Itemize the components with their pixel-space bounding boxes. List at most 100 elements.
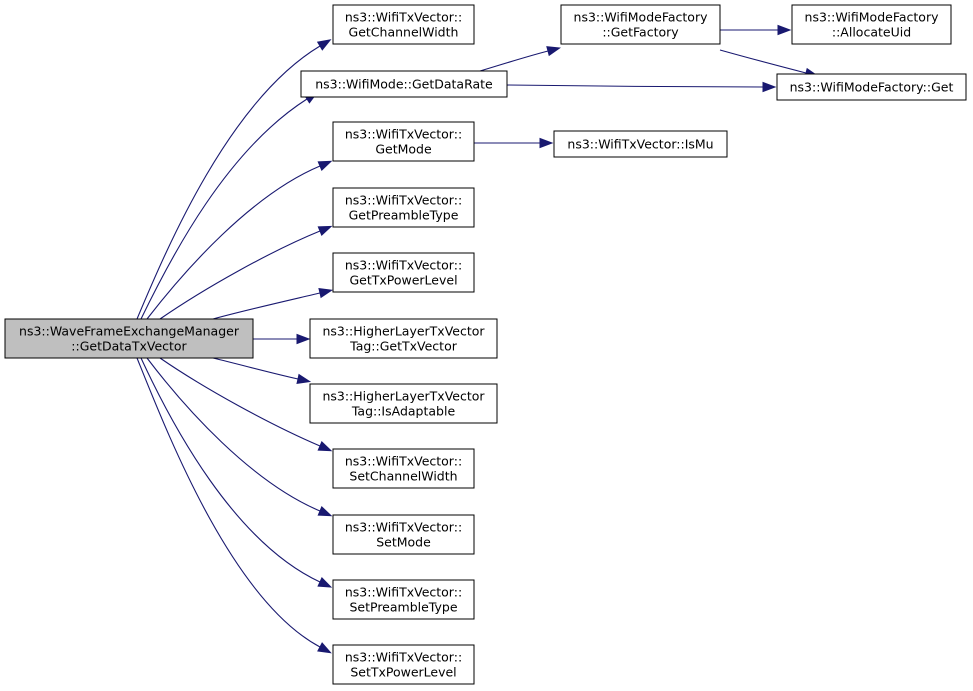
arrowhead-icon — [317, 577, 333, 588]
edge-root-to-txv-set-mode — [146, 357, 333, 517]
node-label-line: GetTxPowerLevel — [349, 273, 457, 288]
edge-line — [136, 45, 321, 320]
arrowhead-icon — [296, 333, 311, 345]
node-box — [791, 4, 952, 45]
node-label-line: ns3::WifiTxVector:: — [345, 127, 462, 142]
node-label-line: ns3::WifiTxVector:: — [345, 10, 462, 25]
edge-root-to-txv-set-channel-width — [159, 357, 333, 452]
node-txv-is-mu[interactable]: ns3::WifiTxVector::IsMu — [553, 130, 728, 158]
edge-root-to-tag-get-tx-vector — [253, 333, 311, 345]
node-box — [309, 383, 498, 424]
edge-line — [212, 357, 299, 380]
edge-line — [506, 84, 764, 88]
node-txv-get-tx-power-level[interactable]: ns3::WifiTxVector::GetTxPowerLevel — [332, 252, 475, 293]
node-box — [776, 73, 967, 101]
node-mode-get-data-rate[interactable]: ns3::WifiMode::GetDataRate — [300, 70, 508, 98]
node-box — [332, 121, 475, 162]
node-box — [553, 130, 728, 158]
node-box — [332, 252, 475, 293]
edge-line — [140, 357, 321, 583]
node-label-line: SetPreambleType — [349, 600, 457, 615]
edge-factory-get-factory-to-factory-get — [719, 49, 819, 78]
edge-line — [159, 357, 321, 447]
node-label-line: ns3::HigherLayerTxVector — [322, 389, 485, 404]
node-label-line: ns3::WifiTxVector:: — [345, 650, 462, 665]
node-label-line: ns3::WifiModeFactory — [574, 10, 709, 25]
edge-line — [159, 230, 321, 320]
edge-line — [212, 292, 321, 320]
node-txv-get-channel-width[interactable]: ns3::WifiTxVector::GetChannelWidth — [332, 4, 475, 45]
node-label-line: GetChannelWidth — [349, 25, 459, 40]
node-label-line: ns3::HigherLayerTxVector — [322, 324, 485, 339]
edge-mode-get-data-rate-to-factory-get — [506, 81, 777, 93]
edge-root-to-txv-get-mode — [146, 160, 333, 320]
node-box — [309, 318, 498, 359]
node-factory-allocate-uid[interactable]: ns3::WifiModeFactory::AllocateUid — [791, 4, 952, 45]
edge-line — [719, 49, 807, 74]
edge-txv-get-mode-to-txv-is-mu — [474, 137, 554, 149]
arrowhead-icon — [317, 505, 333, 517]
node-box — [300, 70, 508, 98]
edge-root-to-txv-get-preamble-type — [159, 225, 333, 320]
node-label-line: ns3::WifiTxVector:: — [345, 585, 462, 600]
node-label-line: ns3::WifiMode::GetDataRate — [315, 77, 493, 92]
edge-mode-get-data-rate-to-factory-get-factory — [479, 46, 561, 72]
node-factory-get[interactable]: ns3::WifiModeFactory::Get — [776, 73, 967, 101]
node-label-line: ::GetDataTxVector — [71, 339, 187, 354]
arrowhead-icon — [317, 642, 332, 654]
node-label-line: ns3::WifiTxVector::IsMu — [567, 137, 713, 152]
node-label-line: SetMode — [376, 535, 431, 550]
node-label-line: ::AllocateUid — [832, 25, 911, 40]
node-label-line: ns3::WifiTxVector:: — [345, 258, 462, 273]
arrowhead-icon — [318, 288, 334, 299]
edge-line — [140, 98, 308, 320]
node-label-line: ns3::WaveFrameExchangeManager — [19, 324, 240, 339]
node-label-line: ns3::WifiTxVector:: — [345, 454, 462, 469]
node-label-line: GetPreambleType — [349, 208, 459, 223]
node-label-line: SetChannelWidth — [349, 469, 457, 484]
node-txv-set-tx-power-level[interactable]: ns3::WifiTxVector::SetTxPowerLevel — [332, 644, 475, 685]
node-label-line: ::GetFactory — [602, 25, 679, 40]
node-box — [332, 4, 475, 45]
edge-root-to-txv-get-tx-power-level — [212, 288, 334, 320]
arrowhead-icon — [317, 160, 333, 172]
edge-root-to-txv-get-channel-width — [136, 39, 332, 320]
nodes-layer: ns3::WaveFrameExchangeManager::GetDataTx… — [4, 4, 967, 685]
arrowhead-icon — [296, 373, 312, 384]
arrowhead-icon — [539, 137, 554, 149]
arrowhead-icon — [317, 225, 333, 237]
node-txv-set-mode[interactable]: ns3::WifiTxVector::SetMode — [332, 514, 475, 555]
node-box — [332, 187, 475, 228]
node-label-line: Tag::GetTxVector — [349, 339, 458, 354]
node-txv-set-preamble-type[interactable]: ns3::WifiTxVector::SetPreambleType — [332, 579, 475, 620]
node-box — [4, 318, 254, 359]
edge-line — [479, 50, 549, 72]
edge-root-to-txv-set-preamble-type — [140, 357, 333, 588]
node-label-line: ns3::WifiTxVector:: — [345, 520, 462, 535]
arrowhead-icon — [316, 39, 332, 51]
arrowhead-icon — [777, 24, 792, 36]
node-root[interactable]: ns3::WaveFrameExchangeManager::GetDataTx… — [4, 318, 254, 359]
edge-line — [146, 165, 321, 320]
arrowhead-icon — [546, 46, 561, 57]
edge-line — [136, 357, 321, 648]
node-label-line: ns3::WifiModeFactory — [805, 10, 940, 25]
arrowhead-icon — [762, 81, 777, 93]
node-box — [332, 514, 475, 555]
node-label-line: GetMode — [375, 142, 432, 157]
edge-line — [146, 357, 321, 512]
arrowhead-icon — [317, 441, 333, 452]
node-txv-set-channel-width[interactable]: ns3::WifiTxVector::SetChannelWidth — [332, 448, 475, 489]
node-txv-get-mode[interactable]: ns3::WifiTxVector::GetMode — [332, 121, 475, 162]
edge-root-to-txv-set-tx-power-level — [136, 357, 332, 654]
edge-root-to-mode-get-data-rate — [140, 91, 319, 320]
node-txv-get-preamble-type[interactable]: ns3::WifiTxVector::GetPreambleType — [332, 187, 475, 228]
node-label-line: ns3::WifiModeFactory::Get — [790, 80, 954, 95]
edge-factory-get-factory-to-factory-allocate-uid — [720, 24, 792, 36]
node-factory-get-factory[interactable]: ns3::WifiModeFactory::GetFactory — [560, 4, 721, 45]
node-label-line: SetTxPowerLevel — [350, 665, 456, 680]
node-box — [560, 4, 721, 45]
